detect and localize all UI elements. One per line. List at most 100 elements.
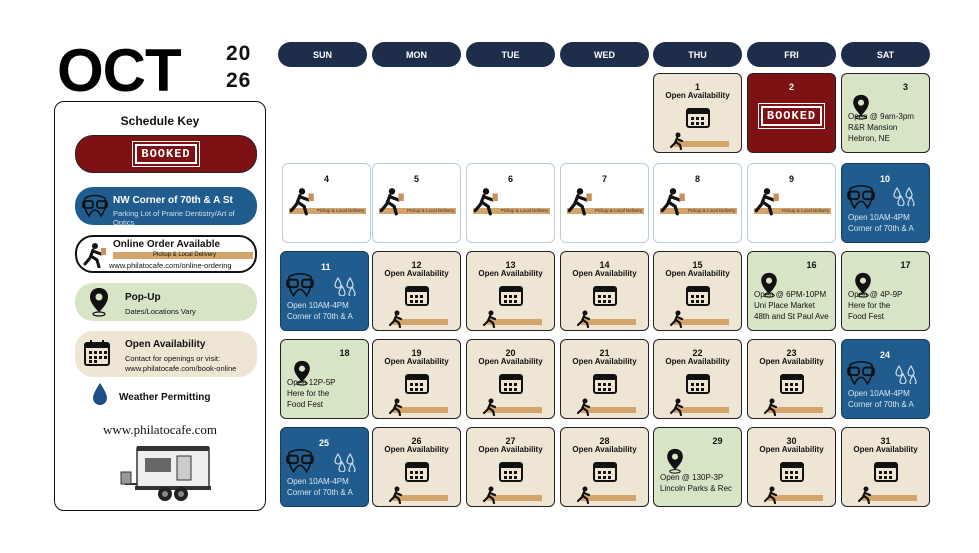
day-cell-10[interactable]: 10 Open 10AM-4PM Corner of 70th & A (841, 163, 930, 243)
day-number: 24 (880, 350, 891, 360)
day-number: 6 (507, 174, 513, 184)
open-availability-label: Open Availability (478, 269, 543, 278)
month-title: OCT (57, 37, 182, 104)
pickup-strip (768, 407, 823, 413)
day-cell-22[interactable]: 22 Open Availability (653, 339, 742, 419)
day-cell-6[interactable]: 6 Pickup & Local Delivery (466, 163, 555, 243)
day-number: 14 (599, 260, 610, 270)
nw-corner-sub: Parking Lot of Prairie Dentistry/Art of … (113, 209, 235, 227)
day-number: 11 (321, 262, 331, 272)
day-cell-14[interactable]: 14 Open Availability (560, 251, 649, 331)
day-cell-27[interactable]: 27 Open Availability (466, 427, 555, 507)
pickup-strip (567, 208, 644, 214)
open-availability-sub1: Contact for openings or visit: (125, 354, 221, 363)
event-line-1: Open @ 9am-3pm (848, 112, 914, 121)
day-cell-20[interactable]: 20 Open Availability (466, 339, 555, 419)
key-nw-corner: NW Corner of 70th & A St Parking Lot of … (75, 187, 257, 227)
raindrops-icon (333, 452, 357, 472)
day-cell-29[interactable]: 29 Open @ 130P-3P Lincoln Parks & Rec (653, 427, 742, 507)
day-cell-7[interactable]: 7 Pickup & Local Delivery (560, 163, 649, 243)
day-header-mon: MON (372, 42, 461, 67)
calendar-icon (499, 284, 523, 306)
open-availability-label: Open Availability (665, 91, 730, 100)
day-cell-5[interactable]: 5 Pickup & Local Delivery (372, 163, 461, 243)
pickup-strip (487, 407, 542, 413)
calendar-icon (83, 339, 111, 367)
blue-line-2: Corner of 70th & A (848, 400, 914, 409)
blue-line-1: Open 10AM-4PM (287, 301, 349, 310)
popup-sub: Dates/Locations Vary (125, 307, 196, 316)
day-cell-19[interactable]: 19 Open Availability (372, 339, 461, 419)
open-availability-title: Open Availability (125, 339, 206, 350)
delivery-runner-icon (483, 486, 499, 504)
day-cell-31[interactable]: 31 Open Availability (841, 427, 930, 507)
day-cell-4[interactable]: 4 Pickup & Local Delivery (282, 163, 371, 243)
day-cell-12[interactable]: 12 Open Availability (372, 251, 461, 331)
day-number: 7 (601, 174, 607, 184)
pickup-strip (581, 407, 636, 413)
open-availability-label: Open Availability (759, 445, 824, 454)
day-cell-24[interactable]: 24 Open 10AM-4PM Corner of 70th & A (841, 339, 930, 419)
event-line-2: Lincoln Parks & Rec (660, 484, 733, 493)
day-header-fri: FRI (747, 42, 836, 67)
open-availability-label: Open Availability (384, 357, 449, 366)
calendar-icon (686, 372, 710, 394)
raindrop-icon (91, 382, 109, 406)
raindrops-icon (892, 186, 916, 206)
key-popup: Pop-Up Dates/Locations Vary (75, 283, 257, 321)
calendar-icon (686, 284, 710, 306)
booked-stamp: BOOKED (132, 141, 200, 167)
day-cell-16[interactable]: 16 Open @ 6PM-10PM Uni Place Market 48th… (747, 251, 836, 331)
day-cell-3[interactable]: 3 Open @ 9am-3pm R&R Mansion Hebron, NE (841, 73, 930, 153)
day-cell-25[interactable]: 25 Open 10AM-4PM Corner of 70th & A (280, 427, 369, 507)
day-cell-17[interactable]: 17 Open @ 4P-9P Here for the Food Fest (841, 251, 930, 331)
location-pin-icon (760, 272, 778, 298)
delivery-runner-icon (483, 310, 499, 328)
day-number: 15 (692, 260, 703, 270)
day-cell-1[interactable]: 1 Open Availability (653, 73, 742, 153)
calendar-icon (686, 106, 710, 128)
event-line-2: Here for the (287, 389, 330, 398)
day-number: 12 (411, 260, 422, 270)
delivery-runner-icon (483, 398, 499, 416)
day-cell-21[interactable]: 21 Open Availability (560, 339, 649, 419)
day-number: 17 (900, 260, 911, 270)
day-number: 23 (786, 348, 797, 358)
day-number: 10 (880, 174, 891, 184)
day-header-sat: SAT (841, 42, 930, 67)
delivery-runner-icon (764, 486, 780, 504)
day-cell-2[interactable]: 2 BOOKED (747, 73, 836, 153)
day-number: 30 (786, 436, 797, 446)
day-cell-28[interactable]: 28 Open Availability (560, 427, 649, 507)
day-cell-26[interactable]: 26 Open Availability (372, 427, 461, 507)
pickup-strip (674, 407, 729, 413)
location-pin-icon (852, 94, 870, 120)
day-cell-13[interactable]: 13 Open Availability (466, 251, 555, 331)
calendar-icon (405, 372, 429, 394)
day-cell-8[interactable]: 8 Pickup & Local Delivery (653, 163, 742, 243)
day-number: 2 (788, 82, 794, 92)
key-online-order: Online Order Available Pickup & Local De… (75, 235, 257, 273)
website-label: www.philatocafe.com (103, 422, 217, 437)
day-cell-9[interactable]: 9 Pickup & Local Delivery (747, 163, 836, 243)
event-line-3: Food Fest (848, 312, 885, 321)
day-cell-30[interactable]: 30 Open Availability (747, 427, 836, 507)
day-number: 1 (694, 82, 700, 92)
open-availability-label: Open Availability (384, 269, 449, 278)
pickup-strip-text: Pickup & Local Delivery (688, 208, 736, 213)
blue-line-1: Open 10AM-4PM (848, 213, 910, 222)
blue-line-2: Corner of 70th & A (287, 488, 353, 497)
glasses-tooth-icon (285, 272, 315, 298)
day-cell-18[interactable]: 18 Open 12P-5P Here for the Food Fest (280, 339, 369, 419)
day-cell-23[interactable]: 23 Open Availability (747, 339, 836, 419)
year-label: 20 26 (226, 40, 251, 94)
event-line-3: Hebron, NE (848, 134, 890, 143)
day-number: 18 (339, 348, 350, 358)
delivery-runner-icon (658, 186, 688, 216)
location-pin-icon (666, 448, 684, 474)
pickup-strip-text: Pickup & Local Delivery (782, 208, 830, 213)
day-cell-11[interactable]: 11 Open 10AM-4PM Corner of 70th & A (280, 251, 369, 331)
day-number: 9 (788, 174, 794, 184)
weather-permitting-label: Weather Permitting (119, 392, 211, 403)
day-cell-15[interactable]: 15 Open Availability (653, 251, 742, 331)
